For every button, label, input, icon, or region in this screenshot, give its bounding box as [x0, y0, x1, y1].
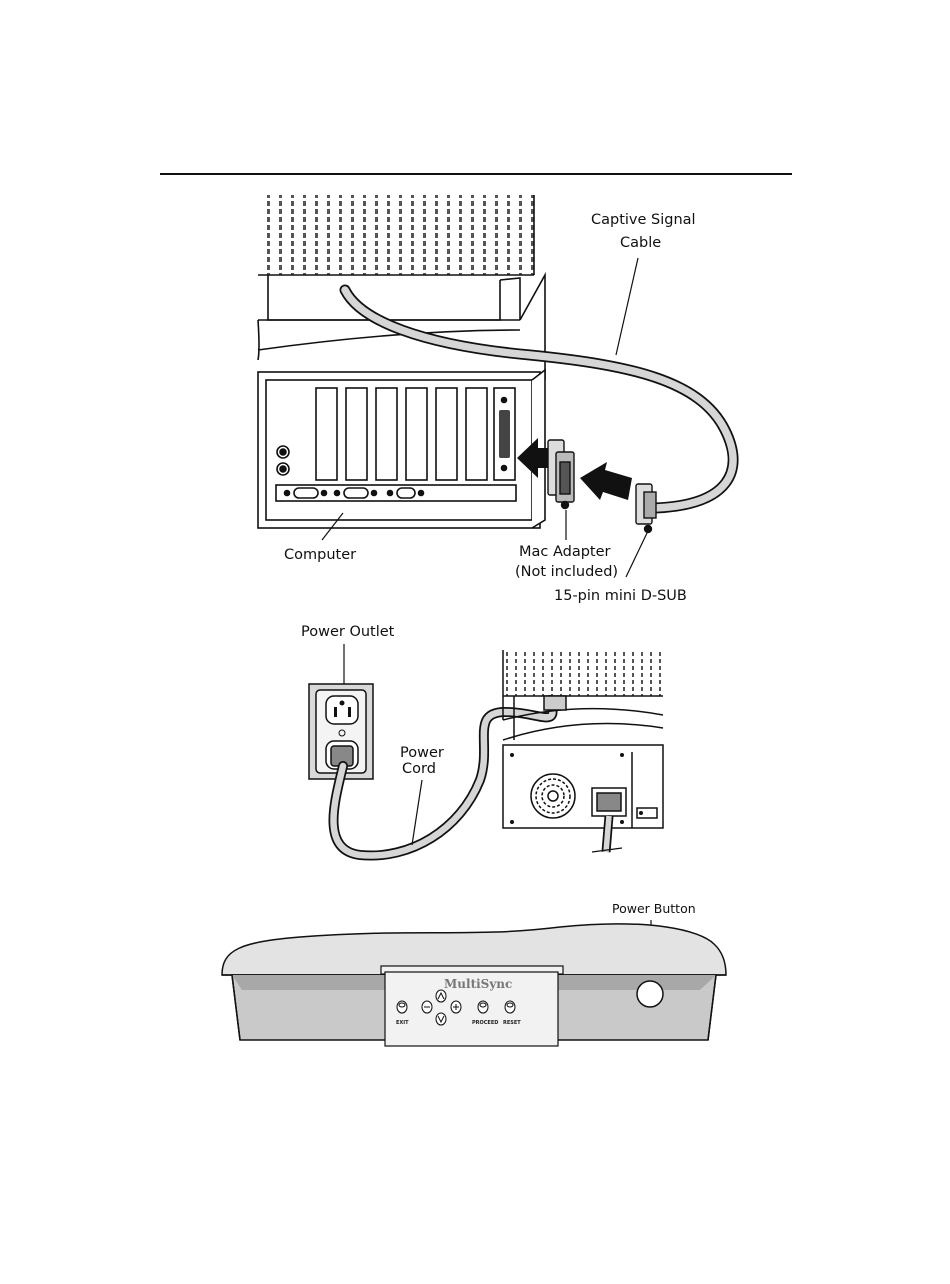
label-exit: EXIT — [396, 1020, 409, 1026]
arrow-to-adapter — [580, 462, 632, 500]
computer-back-panel — [258, 370, 545, 528]
label-reset: RESET — [503, 1020, 521, 1026]
power-button[interactable] — [637, 981, 663, 1007]
plus-button[interactable] — [451, 1001, 461, 1013]
monitor-rear-power — [503, 650, 663, 852]
label-computer: Computer — [284, 547, 356, 563]
dsub-connector — [636, 484, 656, 533]
down-button[interactable] — [436, 1013, 446, 1025]
label-cord: Cord — [402, 761, 436, 777]
reset-button[interactable] — [505, 1001, 515, 1013]
proceed-button[interactable] — [478, 1001, 488, 1013]
figure-signal-cable: Captive Signal Cable Computer Mac Adapte… — [258, 195, 733, 604]
label-power-outlet: Power Outlet — [301, 624, 395, 640]
brand-multisync: MultiSync — [444, 977, 512, 991]
up-button[interactable] — [436, 990, 446, 1002]
minus-button[interactable] — [422, 1001, 432, 1013]
label-dsub: 15-pin mini D-SUB — [554, 588, 687, 604]
label-captive-signal: Captive Signal — [591, 212, 696, 228]
label-mac-adapter: Mac Adapter — [519, 544, 611, 560]
label-cable: Cable — [620, 235, 661, 251]
exit-button[interactable] — [397, 1001, 407, 1013]
figure-front-panel: Power Button MultiSync — [222, 901, 726, 1046]
label-power: Power — [400, 745, 444, 761]
label-power-button: Power Button — [612, 901, 696, 916]
mac-adapter — [548, 440, 574, 509]
figure-power-cord: Power Outlet Power Cord — [301, 624, 663, 856]
label-proceed: PROCEED — [472, 1020, 498, 1026]
label-not-included: (Not included) — [515, 564, 618, 580]
